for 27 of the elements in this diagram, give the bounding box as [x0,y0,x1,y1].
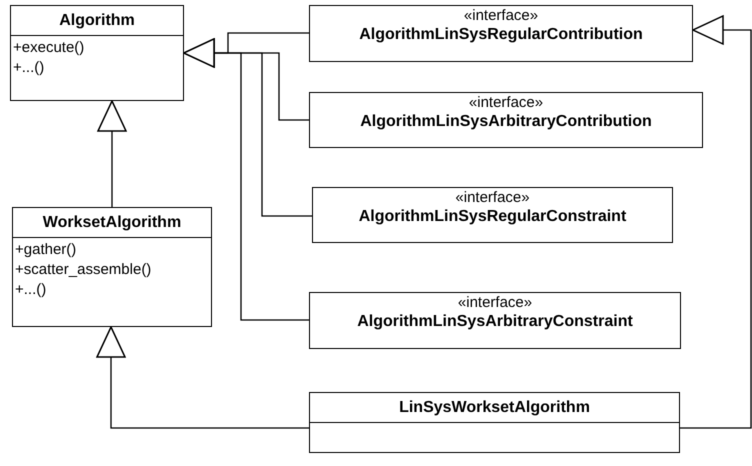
class-member: +execute() [13,38,86,58]
class-member: +gather() [15,240,78,260]
class-box [10,5,184,101]
class-box [12,207,212,327]
interface-name: AlgorithmLinSysArbitraryConstraint [356,312,634,332]
interface-box [312,187,673,243]
class-box [309,392,680,453]
interface-name: AlgorithmLinSysRegularContribution [358,25,644,45]
interface-name: AlgorithmLinSysArbitraryContribution [359,112,653,132]
class-name: LinSysWorksetAlgorithm [310,393,679,423]
generalization-arrow [96,326,309,429]
generalization-arrow [680,15,752,429]
stereotype-label: «interface» [468,93,544,112]
interface-box [309,5,693,62]
interface-name: AlgorithmLinSysRegularConstraint [358,207,628,227]
class-name: Algorithm [11,6,183,36]
class-member: +...() [13,58,46,78]
class-member: +...() [15,280,48,300]
generalization-arrow [183,38,309,321]
interface-box [309,92,703,148]
class-member: +scatter_assemble() [15,260,152,280]
generalization-arrow [97,100,127,207]
stereotype-label: «interface» [462,6,540,25]
class-name: WorksetAlgorithm [13,208,211,238]
stereotype-label: «interface» [454,188,531,207]
stereotype-label: «interface» [456,293,534,312]
interface-box [309,292,681,349]
